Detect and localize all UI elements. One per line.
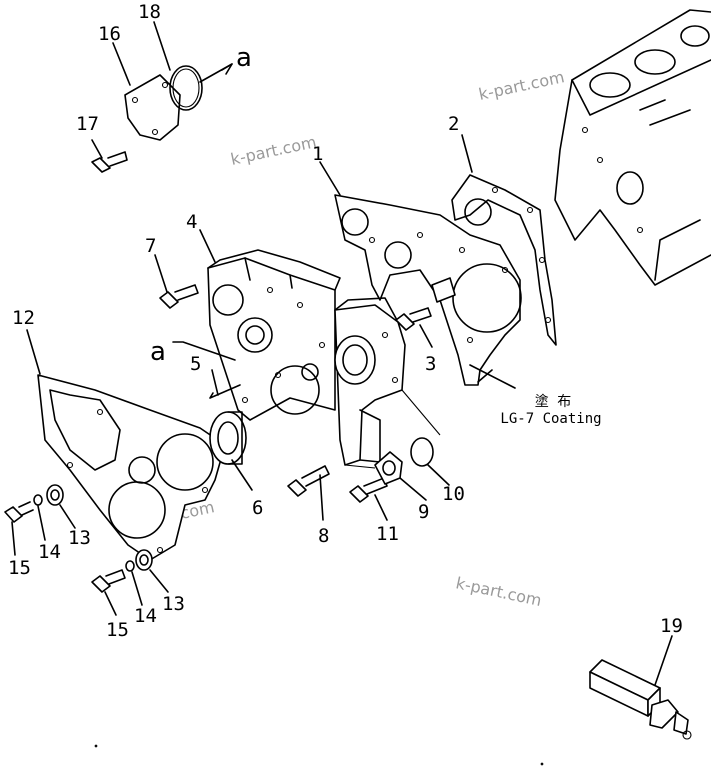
stray-dot-2 bbox=[540, 762, 544, 766]
bolt-8 bbox=[287, 465, 330, 497]
timing-housing bbox=[334, 297, 406, 466]
cover-16 bbox=[124, 74, 181, 141]
callout-10: 10 bbox=[442, 483, 465, 505]
cylinder-block bbox=[554, 9, 711, 286]
callout-18: 18 bbox=[138, 1, 161, 23]
bolt-11 bbox=[349, 477, 388, 503]
plate-9 bbox=[374, 451, 403, 485]
tool-19 bbox=[589, 659, 692, 740]
callouts: 1 2 3 4 5 6 7 8 9 10 11 12 13 13 14 14 1… bbox=[8, 1, 683, 641]
nut-13a bbox=[46, 484, 64, 506]
callout-1: 1 bbox=[312, 143, 323, 165]
callout-9: 9 bbox=[418, 501, 429, 523]
callout-14a: 14 bbox=[38, 541, 61, 563]
callout-13a: 13 bbox=[68, 527, 91, 549]
callout-4: 4 bbox=[186, 211, 197, 233]
bolt-15b bbox=[91, 569, 126, 593]
nut-13b bbox=[135, 549, 153, 571]
gear-case-4 bbox=[207, 249, 341, 421]
bolt-17 bbox=[91, 151, 128, 173]
o-ring-18 bbox=[169, 65, 203, 111]
stray-dot-1 bbox=[94, 744, 98, 748]
reference-a-top: a bbox=[236, 43, 252, 73]
watermark-4: k-part.com bbox=[454, 573, 543, 610]
nut-13a-bore bbox=[50, 489, 60, 501]
callout-5: 5 bbox=[190, 353, 201, 375]
coating-note-jp: 塗 布 bbox=[535, 393, 571, 410]
gasket-2 bbox=[451, 174, 557, 346]
o-ring-18-inner bbox=[172, 68, 200, 108]
callout-19: 19 bbox=[660, 615, 683, 637]
leader-lines bbox=[11, 21, 673, 686]
callout-12: 12 bbox=[12, 307, 35, 329]
reference-a-mid: a bbox=[150, 337, 166, 367]
callout-15a: 15 bbox=[8, 557, 31, 579]
bolt-3 bbox=[395, 307, 432, 331]
callout-14b: 14 bbox=[134, 605, 157, 627]
callout-13b: 13 bbox=[162, 593, 185, 615]
callout-16: 16 bbox=[98, 23, 121, 45]
callout-11: 11 bbox=[376, 523, 399, 545]
oil-seal-6 bbox=[209, 411, 247, 465]
gasket-1 bbox=[334, 194, 522, 386]
callout-2: 2 bbox=[448, 113, 459, 135]
callout-17: 17 bbox=[76, 113, 99, 135]
callout-7: 7 bbox=[145, 235, 156, 257]
front-cover-12 bbox=[37, 374, 226, 561]
watermark-1: k-part.com bbox=[477, 67, 566, 104]
callout-3: 3 bbox=[425, 353, 436, 375]
bolt-15a bbox=[4, 501, 34, 523]
watermark-2: k-part.com bbox=[229, 132, 318, 169]
callout-15b: 15 bbox=[106, 619, 129, 641]
nut-13b-bore bbox=[139, 554, 149, 566]
bolt-7 bbox=[159, 284, 199, 309]
callout-6: 6 bbox=[252, 497, 263, 519]
washer-14a bbox=[33, 494, 43, 506]
washer-14b bbox=[125, 560, 135, 572]
dowel-pin-5 bbox=[209, 384, 241, 399]
o-ring-10 bbox=[410, 437, 434, 467]
coating-note-en: LG-7 Coating bbox=[500, 411, 601, 427]
callout-8: 8 bbox=[318, 525, 329, 547]
